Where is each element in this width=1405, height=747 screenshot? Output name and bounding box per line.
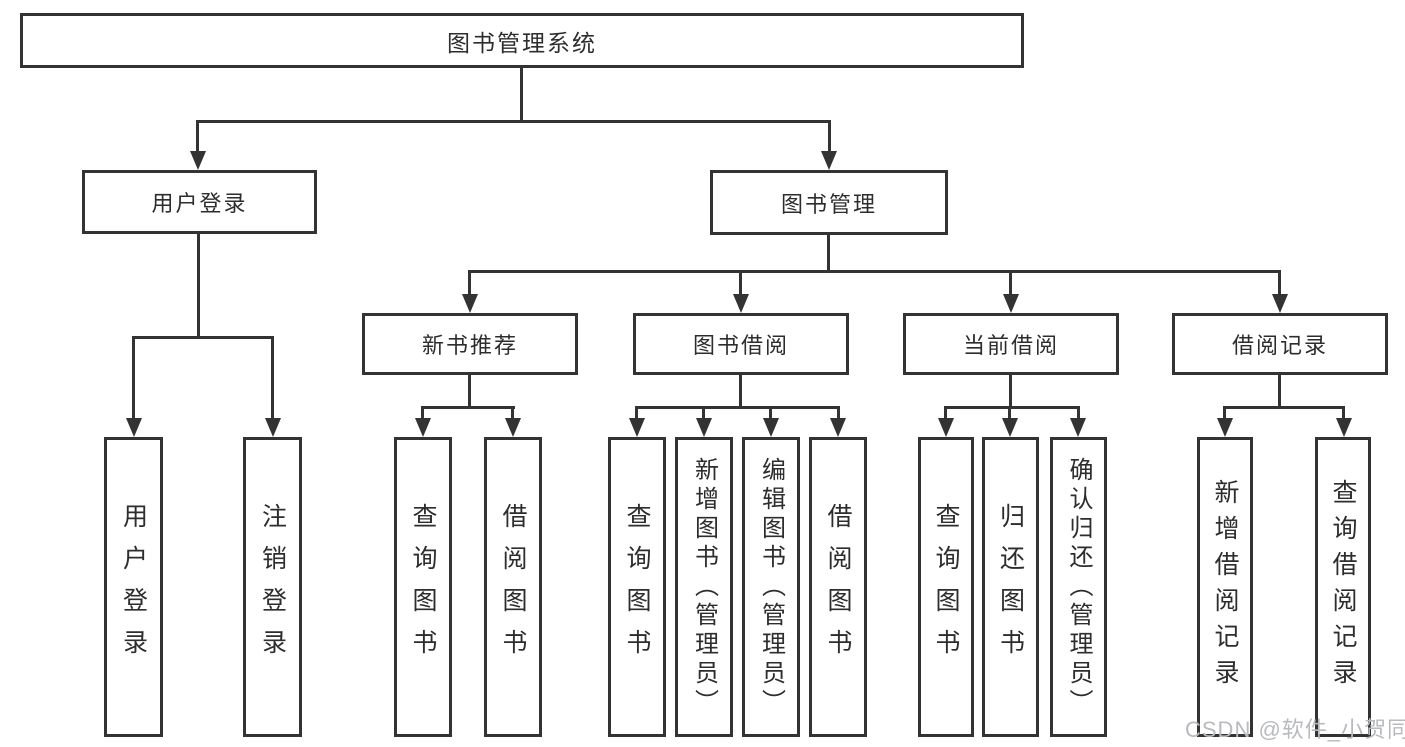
connector-line <box>1009 374 1012 409</box>
node-book-management: 图书管理 <box>710 170 948 235</box>
leaf-label: 用户登录 <box>119 503 148 671</box>
leaf-label: 借阅图书 <box>499 503 527 671</box>
arrow-down-icon <box>1070 418 1086 437</box>
connector-line <box>828 120 831 156</box>
csdn-watermark: CSDN @软件_小贺同学 <box>1185 717 1405 742</box>
connector-line <box>739 374 742 409</box>
arrow-down-icon <box>938 418 954 437</box>
connector-line <box>197 120 830 123</box>
connector-line <box>827 234 830 272</box>
connector-line <box>132 336 135 421</box>
leaf-user-login: 用户登录 <box>104 437 163 737</box>
leaf-label: 查询借阅记录 <box>1329 479 1357 695</box>
leaf-logout: 注销登录 <box>243 437 302 737</box>
connector-line <box>1223 406 1345 409</box>
node-label: 当前借阅 <box>962 333 1059 358</box>
arrow-down-icon <box>696 418 712 437</box>
node-borrow-records: 借阅记录 <box>1172 313 1388 375</box>
leaf-label: 新增图书（管理员） <box>690 456 718 718</box>
connector-line <box>421 406 424 421</box>
arrow-down-icon <box>1003 294 1019 313</box>
leaf-add-books-admin: 新增图书（管理员） <box>675 437 733 737</box>
connector-line <box>468 270 1281 273</box>
connector-line <box>468 270 471 297</box>
leaf-add-borrow-record: 新增借阅记录 <box>1197 437 1253 737</box>
connector-line <box>1278 374 1281 409</box>
arrow-down-icon <box>265 418 281 437</box>
leaf-label: 确认归还（管理员） <box>1065 456 1092 718</box>
node-new-book-recommend: 新书推荐 <box>362 313 578 375</box>
connector-line <box>421 406 515 409</box>
arrow-down-icon <box>830 418 846 437</box>
connector-line <box>196 120 199 156</box>
leaf-edit-books-admin: 编辑图书（管理员） <box>742 437 800 737</box>
leaf-confirm-return-admin: 确认归还（管理员） <box>1050 437 1107 737</box>
leaf-label: 注销登录 <box>258 503 287 671</box>
node-label: 图书借阅 <box>692 333 789 358</box>
connector-line <box>1278 270 1281 297</box>
node-user-login: 用户登录 <box>82 170 317 234</box>
connector-line <box>468 374 471 409</box>
node-label: 图书管理系统 <box>447 29 597 56</box>
leaf-query-books-1: 查询图书 <box>394 437 452 737</box>
connector-line <box>1223 406 1226 421</box>
leaf-borrow-books-1: 借阅图书 <box>484 437 542 737</box>
arrow-down-icon <box>1217 418 1233 437</box>
connector-line <box>739 270 742 297</box>
leaf-label: 编辑图书（管理员） <box>757 456 785 718</box>
leaf-label: 归还图书 <box>996 503 1025 671</box>
connector-line <box>1008 406 1011 421</box>
leaf-label: 查询图书 <box>932 503 960 671</box>
node-label: 图书管理 <box>780 191 877 217</box>
connector-line <box>944 406 1080 409</box>
leaf-label: 查询图书 <box>409 503 437 671</box>
connector-line <box>197 233 200 339</box>
arrow-down-icon <box>763 418 779 437</box>
connector-line <box>837 406 840 421</box>
leaf-borrow-books-2: 借阅图书 <box>809 437 867 737</box>
node-current-borrowing: 当前借阅 <box>903 313 1119 375</box>
connector-line <box>271 336 274 421</box>
connector-line <box>702 406 705 421</box>
connector-line <box>944 406 947 421</box>
arrow-down-icon <box>415 418 431 437</box>
connector-line <box>132 336 274 339</box>
arrow-down-icon <box>1272 294 1288 313</box>
connector-line <box>1009 270 1012 297</box>
arrow-down-icon <box>1336 418 1352 437</box>
leaf-label: 查询图书 <box>623 503 651 671</box>
arrow-down-icon <box>505 418 521 437</box>
arrow-down-icon <box>629 418 645 437</box>
node-label: 新书推荐 <box>421 333 518 358</box>
arrow-down-icon <box>1002 418 1018 437</box>
connector-line <box>635 406 840 409</box>
arrow-down-icon <box>821 151 837 170</box>
node-library-management-system: 图书管理系统 <box>20 13 1024 68</box>
connector-line <box>1077 406 1080 421</box>
leaf-query-borrow-record: 查询借阅记录 <box>1315 437 1371 737</box>
node-book-borrowing: 图书借阅 <box>633 313 849 375</box>
connector-line <box>769 406 772 421</box>
connector-line <box>635 406 638 421</box>
arrow-down-icon <box>126 418 142 437</box>
connector-line <box>1342 406 1345 421</box>
connector-line <box>511 406 514 421</box>
leaf-query-books-3: 查询图书 <box>918 437 974 737</box>
connector-line <box>520 68 523 122</box>
leaf-query-books-2: 查询图书 <box>608 437 666 737</box>
leaf-return-books: 归还图书 <box>982 437 1039 737</box>
leaf-label: 新增借阅记录 <box>1211 479 1239 695</box>
arrow-down-icon <box>733 294 749 313</box>
arrow-down-icon <box>462 294 478 313</box>
node-label: 借阅记录 <box>1231 333 1328 358</box>
arrow-down-icon <box>190 151 206 170</box>
leaf-label: 借阅图书 <box>824 503 852 671</box>
node-label: 用户登录 <box>151 191 248 216</box>
